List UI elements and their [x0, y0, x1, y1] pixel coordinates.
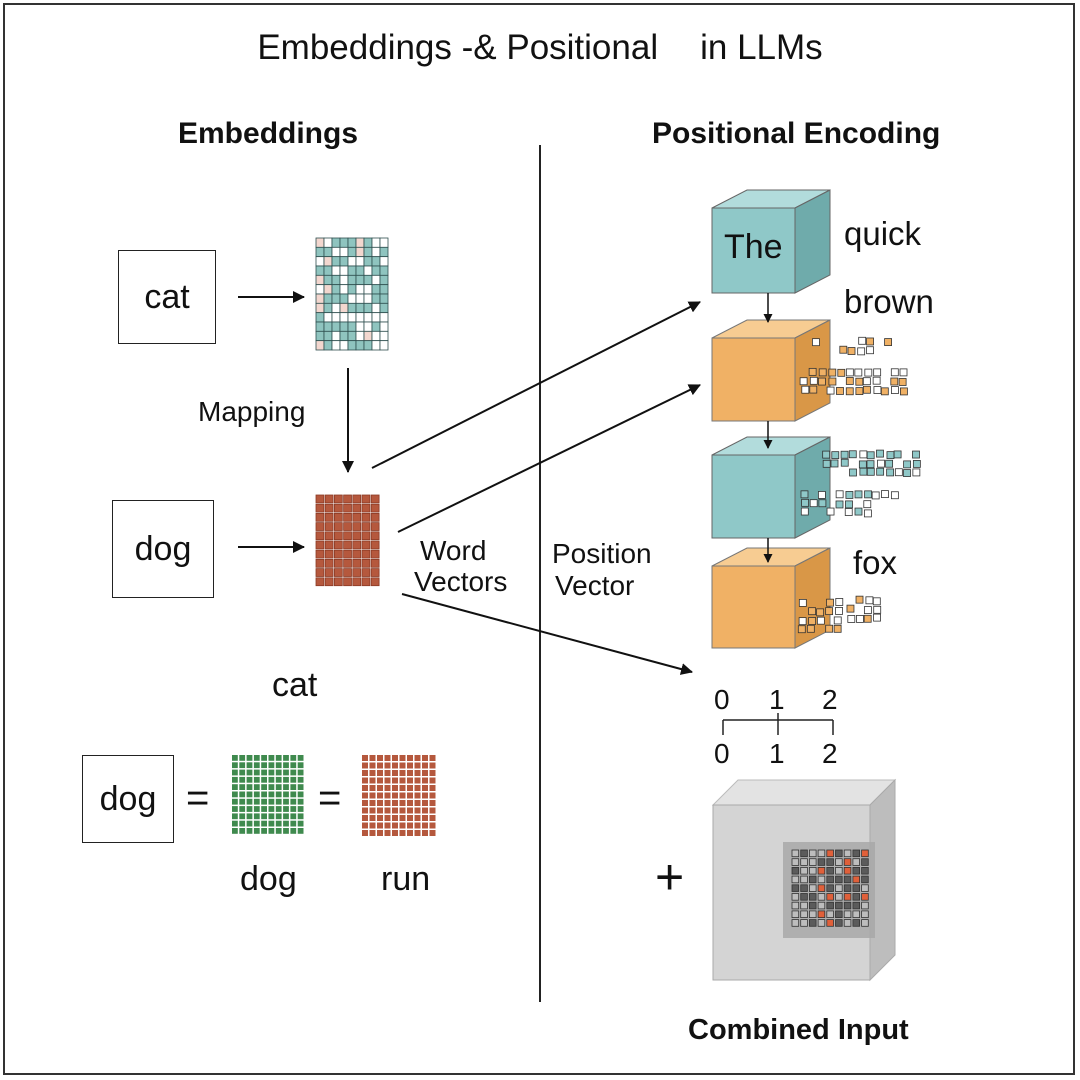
word-box-dog-label: dog — [134, 529, 192, 568]
word-box-dog: dog — [112, 500, 214, 598]
arrow-to-index — [401, 593, 693, 675]
position-vector-label-line1: Position — [552, 538, 652, 569]
cube-the — [711, 189, 831, 294]
outer-frame — [3, 3, 1075, 1075]
scatter-cluster-4 — [800, 490, 899, 518]
embeddings-heading: Embeddings — [178, 117, 359, 150]
equation-word-box-label: dog — [99, 779, 157, 818]
index-top-2: 2 — [822, 684, 838, 715]
title-left: Embeddings -& Positional — [257, 28, 659, 67]
cat-embedding-matrix — [315, 237, 389, 351]
cube-orange-2 — [711, 547, 831, 649]
positional-encoding-heading: Positional Encoding — [652, 117, 941, 150]
cube-orange-1 — [711, 319, 831, 422]
plus-sign: + — [655, 849, 685, 905]
index-bottom-0: 0 — [714, 738, 730, 769]
word-vectors-label-line2: Vectors — [414, 566, 508, 597]
equation-under-label-2: run — [381, 860, 431, 898]
index-top-1: 1 — [769, 684, 785, 715]
side-word-quick: quick — [844, 215, 922, 252]
index-bottom-1: 1 — [769, 738, 785, 769]
word-box-cat-label: cat — [144, 277, 190, 316]
word-vectors-label-line1: Word — [420, 535, 487, 566]
title-right: in LLMs — [700, 28, 823, 67]
combined-input-label: Combined Input — [688, 1014, 909, 1046]
mapping-label: Mapping — [198, 396, 306, 427]
dog-embedding-matrix — [315, 494, 380, 587]
word-box-cat: cat — [118, 250, 216, 344]
equals-sign-2: = — [318, 776, 342, 820]
equation-word-box: dog — [82, 755, 174, 843]
scatter-cluster-3 — [822, 449, 921, 477]
green-vector-grid — [232, 755, 304, 834]
scatter-cluster-6 — [846, 595, 882, 623]
equals-sign-1: = — [186, 776, 210, 820]
page-title: Embeddings -& Positional in LLMs — [0, 30, 1080, 65]
side-word-fox: fox — [853, 544, 898, 581]
combined-input-cube — [711, 778, 897, 982]
cube-teal-2 — [711, 436, 831, 539]
index-top-0: 0 — [714, 684, 730, 715]
combined-input-grid — [791, 849, 869, 927]
arrow-to-cube-1 — [371, 301, 701, 469]
index-bottom-2: 2 — [822, 738, 838, 769]
scatter-cluster-5 — [797, 598, 844, 634]
position-vector-label-line2: Vector — [555, 570, 635, 601]
cube-word-the: The — [724, 228, 783, 266]
index-bracket — [722, 713, 834, 735]
free-word-cat: cat — [272, 666, 318, 704]
scatter-cluster-2 — [799, 367, 908, 396]
equation-under-label-1: dog — [240, 860, 297, 898]
arrow-to-cube-2 — [397, 384, 701, 533]
red-vector-grid — [362, 755, 436, 836]
scatter-cluster-1 — [812, 336, 892, 356]
side-word-brown: brown — [844, 283, 934, 320]
